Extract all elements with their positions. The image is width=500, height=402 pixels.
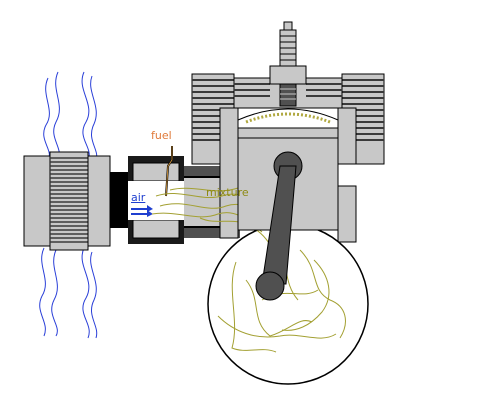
mixture-label: mixture bbox=[206, 186, 249, 199]
heat-waves bbox=[39, 71, 98, 339]
air-filter-icon bbox=[23, 151, 128, 251]
fuel-label: fuel bbox=[151, 129, 172, 142]
air-label: air bbox=[131, 191, 146, 204]
cylinder bbox=[219, 107, 357, 243]
connecting-rod bbox=[255, 165, 297, 301]
spark-plug-icon bbox=[269, 21, 307, 107]
carburetor-icon bbox=[128, 146, 184, 244]
